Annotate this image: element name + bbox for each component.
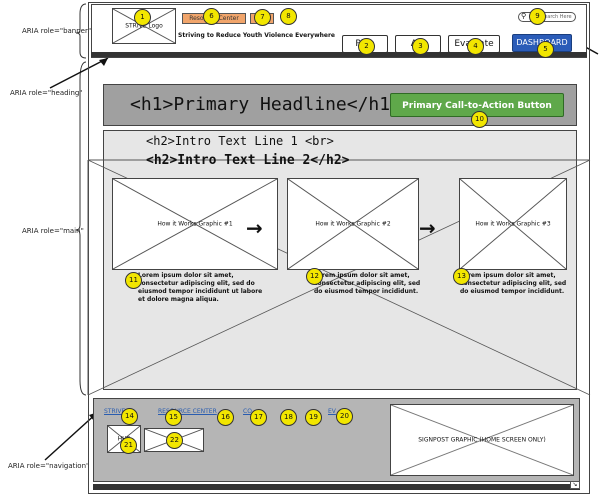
- banner-bottom-bar: [91, 52, 587, 57]
- intro-line-2: <h2>Intro Text Line 2</h2>: [146, 153, 350, 168]
- intro-line-1: <h2>Intro Text Line 1 <br>: [146, 134, 334, 148]
- search-input[interactable]: ⚲ Search Here: [518, 12, 576, 22]
- search-icon: ⚲: [521, 12, 527, 20]
- annotation-badge-7: 7: [254, 9, 271, 26]
- annotation-badge-3: 3: [412, 38, 429, 55]
- annotation-badge-2: 2: [358, 38, 375, 55]
- aria-heading-label: ARIA role="heading": [10, 89, 83, 97]
- annotation-badge-18: 18: [280, 409, 297, 426]
- footer-bottom-bar: [93, 484, 580, 490]
- footer-link-4[interactable]: CO: [243, 408, 252, 415]
- annotation-badge-20: 20: [336, 408, 353, 425]
- annotation-badge-4: 4: [467, 38, 484, 55]
- how-it-works-text-3: Lorem ipsum dolor sit amet, consectetur …: [460, 272, 567, 295]
- annotation-badge-9: 9: [529, 8, 546, 25]
- annotation-badge-14: 14: [121, 408, 138, 425]
- footer-link-1[interactable]: STRIVE: [104, 408, 126, 415]
- primary-headline: <h1>Primary Headline</h1>: [130, 94, 401, 115]
- annotation-badge-6: 6: [203, 8, 220, 25]
- annotation-badge-1: 1: [134, 9, 151, 26]
- how-it-works-graphic-3: How it Works Graphic #3: [459, 178, 567, 270]
- search-placeholder: Search Here: [541, 14, 572, 20]
- aria-main-label: ARIA role="main": [22, 227, 84, 235]
- annotation-badge-11: 11: [125, 272, 142, 289]
- annotation-badge-8: 8: [280, 8, 297, 25]
- arrow-right-icon-2: →: [419, 216, 436, 240]
- signpost-graphic: SIGNPOST GRAPHIC (HOME SCREEN ONLY): [390, 404, 574, 476]
- footer-link-6[interactable]: EV: [328, 408, 336, 415]
- hero-bar: [103, 84, 577, 126]
- annotation-badge-17: 17: [250, 409, 267, 426]
- annotation-badge-13: 13: [453, 268, 470, 285]
- annotation-badge-10: 10: [471, 111, 488, 128]
- annotation-badge-19: 19: [305, 409, 322, 426]
- how-it-works-graphic-2: How it Works Graphic #2: [287, 178, 419, 270]
- how-it-works-graphic-1: How it Works Graphic #1: [112, 178, 278, 270]
- annotation-badge-22: 22: [166, 432, 183, 449]
- logo-label: STRIVE Logo: [125, 22, 163, 30]
- aria-navigation-label: ARIA role="navigation": [8, 462, 90, 470]
- footer-link-2[interactable]: RESOURCE CENTER: [158, 408, 217, 415]
- annotation-badge-16: 16: [217, 409, 234, 426]
- how-it-works-caption-3: How it Works Graphic #3: [475, 220, 551, 228]
- how-it-works-caption-1: How it Works Graphic #1: [157, 220, 233, 228]
- annotation-badge-12: 12: [306, 268, 323, 285]
- arrow-right-icon-1: →: [246, 216, 263, 240]
- annotation-badge-15: 15: [165, 409, 182, 426]
- annotation-badge-5: 5: [537, 41, 554, 58]
- primary-cta-button[interactable]: Primary Call-to-Action Button: [390, 93, 564, 117]
- resize-handle-icon: ↘: [570, 481, 580, 489]
- how-it-works-caption-2: How it Works Graphic #2: [315, 220, 391, 228]
- how-it-works-text-1: Lorem ipsum dolor sit amet, consectetur …: [138, 272, 263, 303]
- how-it-works-text-2: Lorem ipsum dolor sit amet, consectetur …: [314, 272, 421, 295]
- aria-banner-label: ARIA role="banner": [22, 27, 92, 35]
- signpost-label: SIGNPOST GRAPHIC (HOME SCREEN ONLY): [418, 436, 546, 444]
- annotation-badge-21: 21: [120, 437, 137, 454]
- tagline: Striving to Reduce Youth Violence Everyw…: [178, 32, 335, 39]
